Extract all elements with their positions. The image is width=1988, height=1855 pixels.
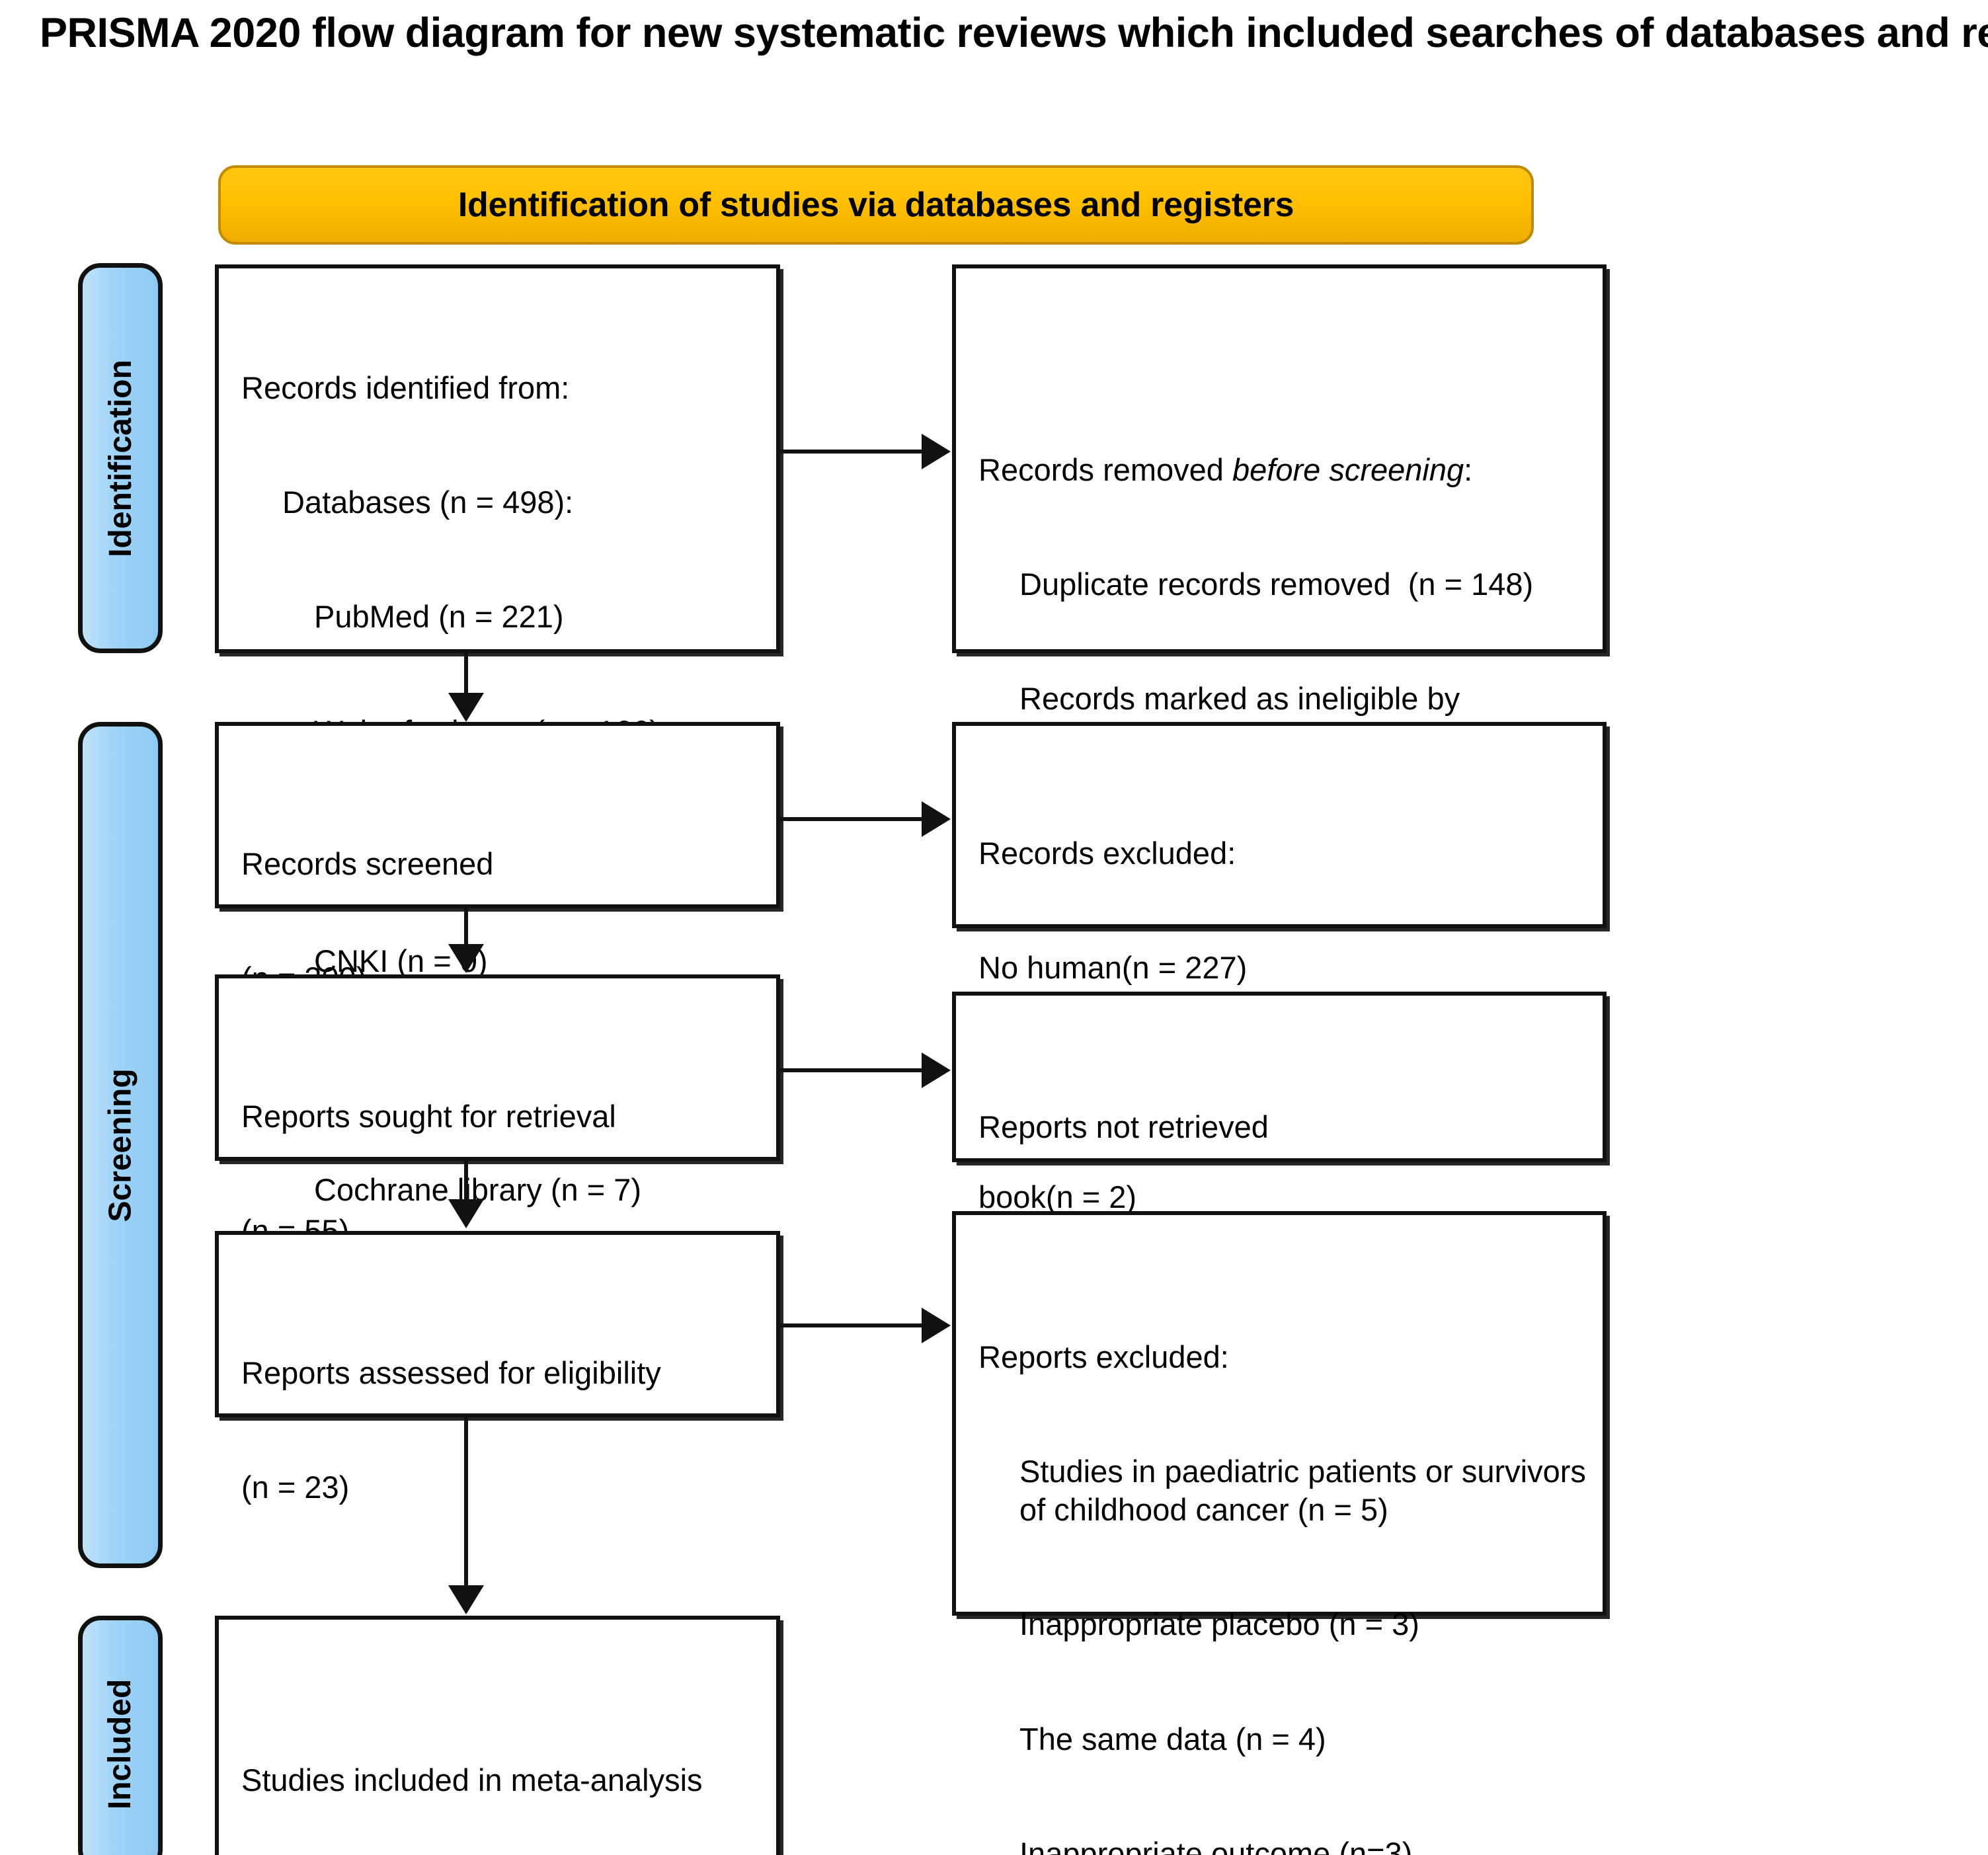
page-title: PRISMA 2020 flow diagram for new systema… [40,10,1988,56]
line-excluded-paediatric: Studies in paediatric patients or surviv… [1019,1453,1595,1527]
stage-rail-screening-label: Screening [102,1068,138,1222]
connector-sought-to-not-retrieved [780,1068,924,1072]
line-reports-not-retrieved: Reports not retrieved [978,1109,1269,1144]
arrowhead-down-icon [448,944,484,973]
connector-identified-to-removed [780,450,924,454]
box-reports-excluded: Reports excluded: Studies in paediatric … [952,1211,1607,1855]
arrowhead-right-icon [922,801,951,837]
heading-prefix: Records removed [978,452,1232,487]
box-records-identified: Records identified from: Databases (n = … [215,264,780,1322]
connector-sought-to-assessed [464,1161,468,1202]
stage-rail-identification-label: Identification [102,359,138,557]
stage-rail-identification: Identification [78,263,163,653]
line-duplicate-records-removed: Duplicate records removed (n = 148) [1019,566,1534,602]
arrowhead-right-icon [922,1308,951,1343]
box-reports-assessed-for-eligibility: Reports assessed for eligibility (n = 23… [215,1231,780,1505]
line-studies-included: Studies included in meta-analysis [241,1762,703,1797]
line-pubmed: PubMed (n = 221) [314,599,564,635]
heading-suffix: : [1464,452,1473,487]
line-records-screened: Records screened [241,846,494,881]
box-studies-included: Studies included in meta-analysis (n = 8… [215,1616,780,1855]
line-records-excluded-heading: Records excluded: [978,835,1236,871]
line-excluded-inappropriate-outcome: Inappropriate outcome (n=3) [1019,1835,1413,1855]
box-records-screened: Records screened (n = 309) [215,722,780,996]
stage-rail-included-label: Included [102,1678,138,1809]
stage-rail-included: Included [78,1616,163,1855]
line-reports-assessed: Reports assessed for eligibility [241,1355,661,1390]
box-reports-excluded-text: Reports excluded: Studies in paediatric … [978,1261,1593,1855]
line-excluded-book: book(n = 2) [978,1179,1137,1214]
arrowhead-down-icon [448,1199,484,1228]
line-reports-sought: Reports sought for retrieval [241,1098,616,1134]
arrowhead-right-icon [922,1052,951,1088]
line-excluded-inappropriate-placebo: Inappropriate placebo (n = 3) [1019,1606,1419,1642]
box-reports-sought-for-retrieval: Reports sought for retrieval (n = 55) [215,974,780,1248]
stage-rail-screening: Screening [78,722,163,1568]
connector-screened-to-sought [464,908,468,945]
line-cochrane-library: Cochrane library (n = 7) [314,1172,642,1208]
box-records-excluded: Records excluded: No human(n = 227) revi… [952,722,1607,1214]
arrowhead-down-icon [448,1585,484,1614]
box-reports-assessed-text: Reports assessed for eligibility (n = 23… [241,1277,767,1583]
connector-assessed-to-reports-excluded [780,1323,924,1327]
line-excluded-no-human: No human(n = 227) [978,949,1248,985]
box-reports-sought-text: Reports sought for retrieval (n = 55) [241,1021,767,1326]
line-records-removed-heading: Records removed before screening: [978,451,1593,489]
line-databases-total: Databases (n = 498): [282,484,574,520]
heading-italic-before-screening: before screening [1232,452,1464,487]
box-reports-not-retrieved: Reports not retrieved (n = 32) [952,992,1607,1259]
line-reports-excluded-heading: Reports excluded: [978,1339,1229,1374]
identification-phase-banner-label: Identification of studies via databases … [457,186,1294,224]
line-reports-assessed-count: (n = 23) [241,1469,350,1505]
line-excluded-same-data: The same data (n = 4) [1019,1721,1326,1756]
identification-phase-banner: Identification of studies via databases … [218,165,1534,245]
box-studies-included-text: Studies included in meta-analysis (n = 8… [241,1684,767,1855]
box-records-removed-before-screening: Records removed before screening: Duplic… [952,264,1607,754]
line-records-identified-from: Records identified from: [241,370,570,405]
arrowhead-right-icon [922,434,951,469]
connector-identified-to-screened [464,653,468,695]
connector-assessed-to-included [464,1417,468,1588]
connector-screened-to-records-excluded [780,817,924,821]
arrowhead-down-icon [448,693,484,722]
